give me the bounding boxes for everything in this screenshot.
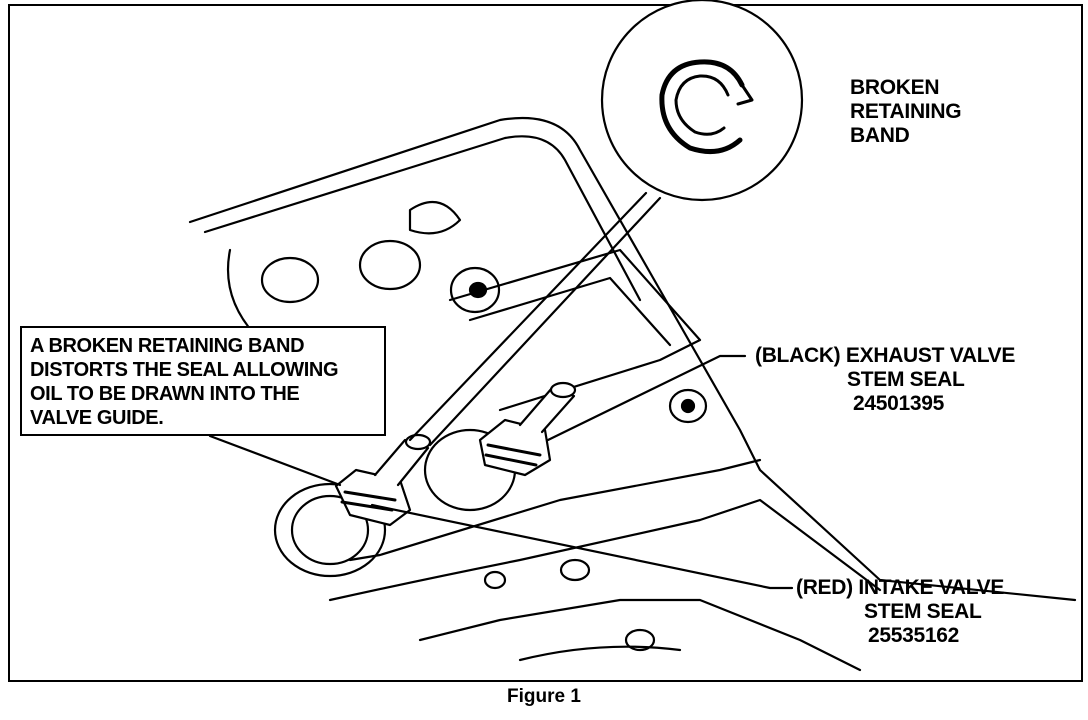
broken-band-label: BROKEN RETAINING BAND	[850, 76, 962, 148]
broken-band-ring	[659, 59, 745, 155]
intake-leader	[370, 503, 794, 590]
exhaust-seal-line-1: (BLACK) EXHAUST VALVE	[755, 344, 1016, 367]
head-lower-edge	[348, 458, 762, 562]
broken-band-line-2: RETAINING	[850, 100, 962, 123]
broken-band-line-1: BROKEN	[850, 76, 940, 99]
figure-caption: Figure 1	[507, 686, 581, 707]
intake-seal-line-2: STEM SEAL	[864, 600, 982, 623]
exhaust-stem-seal	[478, 418, 552, 477]
exhaust-seal-part-number: 24501395	[853, 392, 945, 415]
head-base	[328, 498, 882, 602]
magnified-inset	[600, 0, 804, 202]
intake-valve-spring-seat	[273, 482, 387, 578]
exhaust-seal-label: (BLACK) EXHAUST VALVE STEM SEAL 24501395	[755, 344, 1015, 416]
callout-line-2: DISTORTS THE SEAL ALLOWING	[30, 359, 339, 381]
callout-leader	[208, 434, 342, 487]
cover-rail	[448, 248, 702, 412]
callout-line-4: VALVE GUIDE.	[30, 407, 164, 429]
callout-line-3: OIL TO BE DRAWN INTO THE	[30, 383, 300, 405]
intake-seal-line-1: (RED) INTAKE VALVE	[796, 576, 1005, 599]
bolt-boss	[449, 266, 501, 314]
intake-seal-part-number: 25535162	[868, 624, 960, 647]
head-top-edge	[203, 135, 642, 302]
callout-box: A BROKEN RETAINING BAND DISTORTS THE SEA…	[20, 326, 386, 436]
broken-band-line-3: BAND	[850, 124, 910, 147]
head-bottom	[418, 598, 862, 672]
exhaust-leader	[546, 354, 747, 442]
inset-leader	[408, 191, 648, 442]
exhaust-seal-line-2: STEM SEAL	[847, 368, 965, 391]
intake-seal-label: (RED) INTAKE VALVE STEM SEAL 25535162	[796, 576, 1004, 648]
bolt-boss	[668, 388, 708, 424]
callout-line-1: A BROKEN RETAINING BAND	[30, 335, 305, 357]
